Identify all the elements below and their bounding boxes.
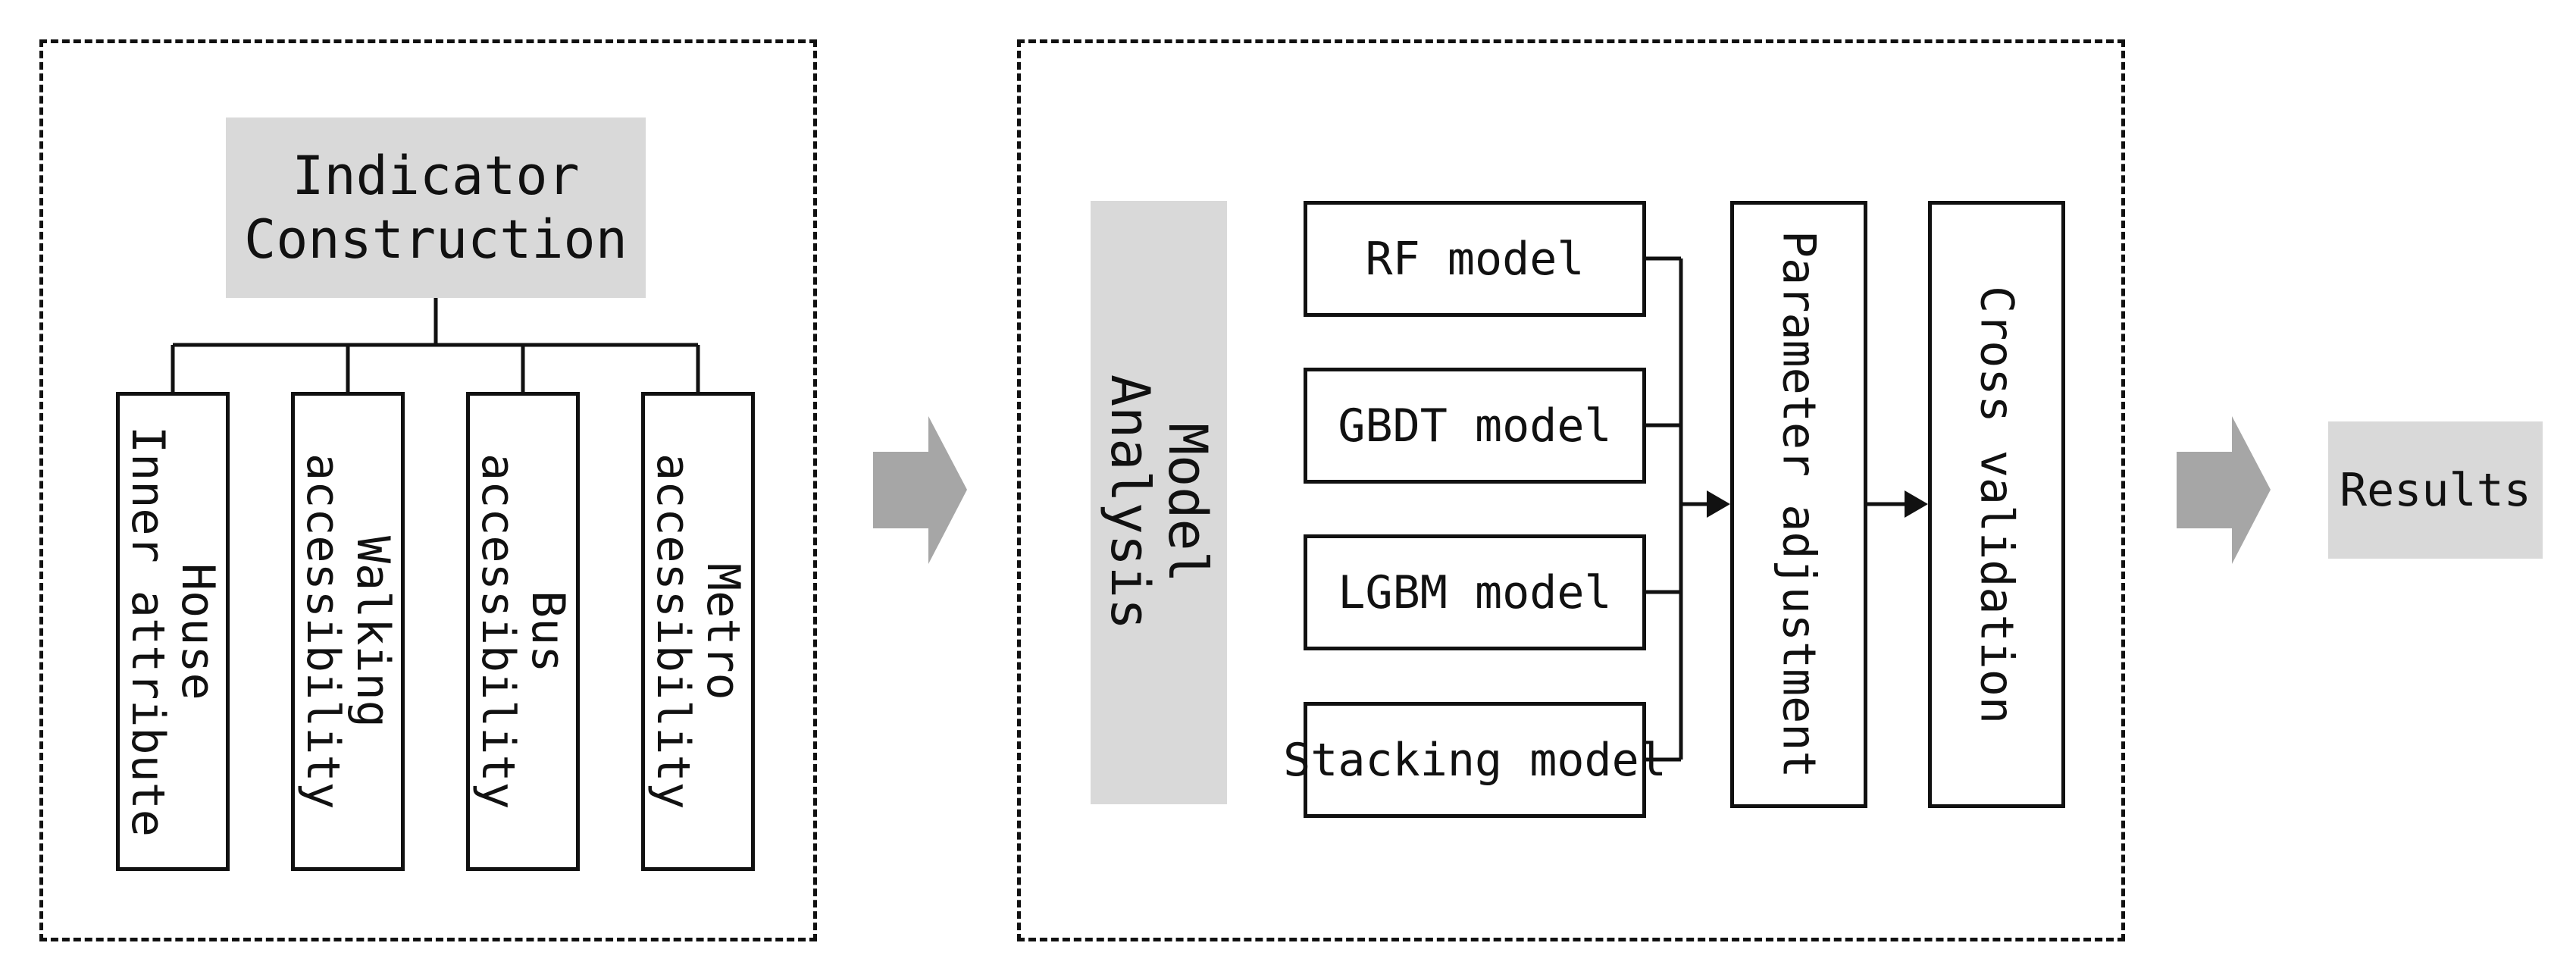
results-label: Results: [2340, 463, 2531, 517]
model-box-stacking-label: Stacking model: [1283, 733, 1667, 787]
flow-arrow-icon: [2177, 416, 2271, 564]
indicator-box-bus-line-2: accessibility: [471, 453, 524, 810]
model-box-gbdt: GBDT model: [1304, 368, 1646, 484]
model-box-stacking: Stacking model: [1283, 702, 1667, 818]
indicator-construction-header: Indicator Construction: [226, 117, 646, 298]
indicator-box-metro-line-1: Metro: [696, 562, 750, 700]
parameter-adjustment-label: Parameter adjustment: [1772, 230, 1826, 778]
cross-validation-box: Cross validation: [1928, 201, 2065, 808]
flow-arrow-icon: [873, 416, 967, 564]
model-box-rf-label: RF model: [1365, 232, 1585, 286]
indicator-box-house-line-1: House: [171, 562, 224, 700]
indicator-box-bus-line-1: Bus: [521, 590, 574, 673]
indicator-construction-header-line-1: Indicator: [292, 145, 580, 207]
cross-validation-label: Cross validation: [1970, 285, 2024, 724]
model-analysis-header: Model Analysis: [1091, 201, 1227, 804]
model-box-lgbm-label: LGBM model: [1338, 565, 1612, 619]
indicator-construction-header-line-2: Construction: [244, 208, 628, 271]
indicator-box-house: House Inner attribute: [116, 392, 230, 871]
indicator-box-bus: Bus accessibility: [466, 392, 580, 871]
model-analysis-panel: [1017, 39, 2125, 941]
model-analysis-header-line-2: Analysis: [1099, 374, 1161, 631]
indicator-box-walking-line-1: Walking: [346, 535, 399, 728]
model-box-lgbm: LGBM model: [1304, 534, 1646, 650]
model-analysis-header-line-1: Model: [1157, 422, 1219, 583]
indicator-box-metro: Metro accessibility: [641, 392, 755, 871]
model-box-gbdt-label: GBDT model: [1338, 399, 1612, 453]
indicator-construction-panel: [39, 39, 817, 941]
indicator-box-walking: Walking accessibility: [291, 392, 405, 871]
indicator-box-house-line-2: Inner attribute: [121, 426, 174, 837]
model-box-rf: RF model: [1304, 201, 1646, 317]
indicator-box-walking-line-2: accessibility: [296, 453, 349, 810]
indicator-box-metro-line-2: accessibility: [646, 453, 700, 810]
results-block: Results: [2328, 421, 2543, 559]
parameter-adjustment-box: Parameter adjustment: [1730, 201, 1867, 808]
